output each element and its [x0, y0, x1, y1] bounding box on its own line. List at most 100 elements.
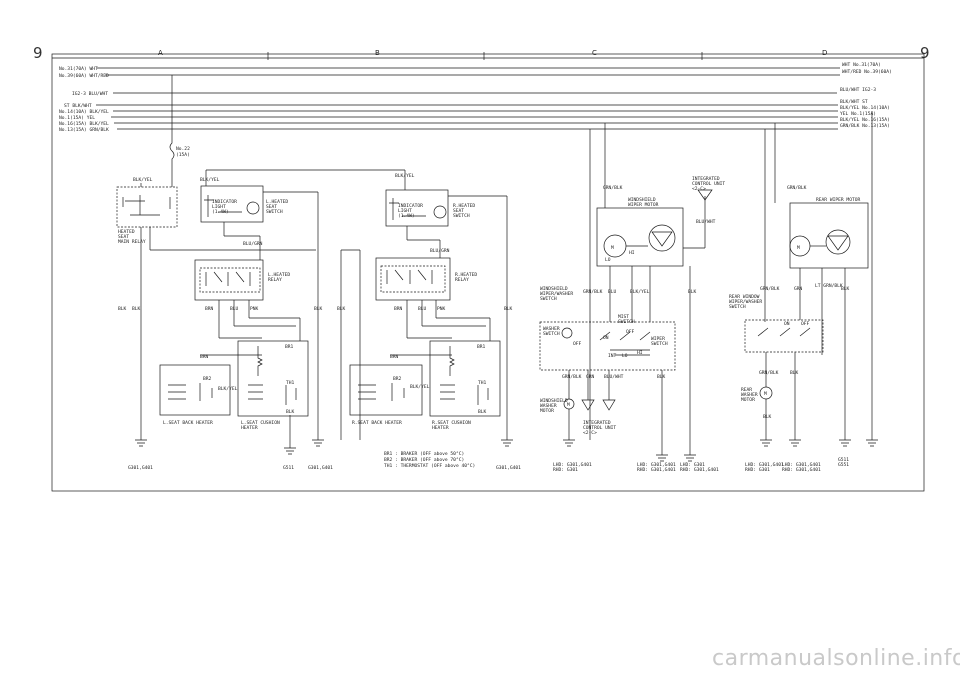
r-seat-back-heater-box	[349, 364, 423, 416]
rbus-ig23: IG2-3	[862, 87, 876, 93]
svg-text:No.14(10A) BLK/YEL: No.14(10A) BLK/YEL	[59, 109, 109, 115]
rwws-label-1: REAR WINDOW	[729, 294, 760, 300]
wire-blk-2: BLK	[132, 306, 141, 312]
ground-lhd-2: LHD: G301,G401	[637, 462, 676, 468]
wire-blk-5: BLK	[286, 409, 295, 415]
wire-brn-3: BRN	[394, 306, 403, 312]
bus-fuse-1: No.1(15A)	[59, 115, 84, 121]
svg-text:No.31(70A) WHT: No.31(70A) WHT	[59, 66, 98, 72]
wire-grn-blk-2: GRN/BLK	[583, 289, 603, 295]
svg-text:WHT No.31(70A): WHT No.31(70A)	[842, 62, 881, 68]
l-switch-label-3: SWITCH	[266, 209, 283, 215]
rbus-fuse-16: No.16(15A)	[862, 117, 890, 123]
watermark: carmanualsonline.info	[712, 646, 960, 671]
wire-blk-3: BLK	[314, 306, 323, 312]
wire-blk-1: BLK	[118, 306, 127, 312]
wwm-label-1: WINDSHIELD	[540, 398, 568, 404]
ground-g511-b: G511	[838, 457, 849, 463]
r-cushion-label-2: HEATER	[432, 425, 449, 431]
rbus-fuse-31: No.31(70A)	[853, 62, 881, 68]
r-th1: TH1	[478, 380, 487, 386]
ground-g511: G511	[283, 465, 294, 471]
wiper-off-2: OFF	[573, 341, 582, 347]
wire-blk-yel-3: BLK/YEL	[395, 173, 415, 179]
wire-brn-1: BRN	[205, 306, 214, 312]
rbus-fuse-14: No.14(10A)	[862, 105, 890, 111]
l-switch-box	[200, 185, 264, 223]
bus-ig23: IG2-3	[72, 91, 86, 97]
bus-fuse-16: No.16(15A)	[59, 121, 87, 127]
l-switch-label-2: SEAT	[266, 204, 277, 210]
rwm-label-1: REAR	[741, 387, 752, 393]
main-relay-label-3: MAIN RELAY	[118, 239, 146, 245]
r-relay-label-1: R.HEATED	[455, 272, 477, 278]
wire-blk-yel-4: BLK/YEL	[218, 386, 238, 392]
r-seat-cushion-heater-box	[429, 340, 501, 417]
wire-lt-grn-blk: LT GRN/BLK	[815, 283, 843, 289]
wwm-label-3: MOTOR	[540, 408, 554, 414]
legend-br1-code: BR1	[384, 451, 393, 457]
rear-wiper-motor-label: REAR WIPER MOTOR	[816, 197, 860, 203]
wire-blu-2: BLU	[418, 306, 427, 312]
icu-label-b3: <2-C>	[583, 430, 597, 436]
l-seat-back-heater-box	[159, 364, 231, 416]
wiper-motor-symbol	[603, 234, 627, 258]
wire-blk-10: BLK	[841, 286, 850, 292]
rwm-label-2: WASHER	[741, 392, 758, 398]
ground-symbols	[135, 439, 878, 462]
svg-text:BLK/YEL No.16(15A): BLK/YEL No.16(15A)	[840, 117, 890, 123]
rear-switch-box	[744, 319, 824, 353]
svg-text:WHT/RED No.39(60A): WHT/RED No.39(60A)	[842, 69, 892, 75]
rbus-fuse-39: No.39(60A)	[864, 69, 892, 75]
l-indicator-2: LIGHT	[212, 204, 226, 210]
fuse-22-rating: (15A)	[176, 152, 190, 158]
wire-blk-11: BLK	[790, 370, 799, 376]
column-label-c: C	[592, 49, 597, 57]
icu-label-b1: INTEGRATED	[583, 420, 611, 426]
diagram-frame	[51, 53, 925, 492]
l-relay-box	[194, 259, 264, 301]
ground-lhd-1: LHD: G301,G401	[553, 462, 592, 468]
wiper-motor-label-2: WIPER MOTOR	[628, 202, 659, 208]
r-switch-label-2: SEAT	[453, 208, 464, 214]
r-switch-label-1: R.HEATED	[453, 203, 475, 209]
mist-switch-label-2: SWITCH	[618, 319, 635, 325]
bus-st: ST	[64, 103, 70, 109]
column-label-a: A	[158, 49, 163, 57]
bus-fuse-31: No.31(70A)	[59, 66, 87, 72]
wiper-motor-label-1: WINDSHIELD	[628, 197, 656, 203]
rbus-st: ST	[862, 99, 868, 105]
r-relay-box	[375, 257, 451, 301]
main-relay-label-1: HEATED	[118, 229, 135, 235]
svg-text:BLK/WHT ST: BLK/WHT ST	[840, 99, 868, 105]
l-cushion-label-1: L.SEAT CUSHION	[241, 420, 280, 426]
wire-grn-blk-1: GRN/BLK	[603, 185, 623, 191]
svg-text:No.13(15A) GRN/BLK: No.13(15A) GRN/BLK	[59, 127, 109, 133]
wws-label-2: WIPER/WASHER	[540, 291, 573, 297]
svg-text:BR2 : BRAKER (OFF above 70°C): BR2 : BRAKER (OFF above 70°C)	[384, 457, 464, 463]
l-indicator-1: INDICATOR	[212, 199, 237, 205]
wire-pnk-1: PNK	[250, 306, 259, 312]
legend-br2-text: BRAKER (OFF above 70°C)	[401, 457, 465, 463]
icu-label-2: CONTROL UNIT	[692, 181, 725, 187]
power-bus-lines	[96, 67, 840, 130]
rbus-fuse-13: No.13(15A)	[862, 123, 890, 129]
ground-lhd-3: LHD: G301	[680, 462, 705, 468]
wire-brn-2: BRN	[200, 354, 209, 360]
wire-grn-blk-4: GRN/BLK	[787, 185, 807, 191]
column-label-d: D	[822, 49, 828, 57]
svg-text:No.39(60A) WHT/RED: No.39(60A) WHT/RED	[59, 73, 109, 79]
washer-switch-label-2: SWITCH	[543, 331, 560, 337]
svg-text:IG2-3 BLU/WHT: IG2-3 BLU/WHT	[72, 91, 108, 97]
wire-grn-2: GRN	[794, 286, 803, 292]
wire-blu-yel: BLK/YEL	[630, 289, 650, 295]
rwws-label-2: WIPER/WASHER	[729, 299, 762, 305]
l-th1: TH1	[286, 380, 295, 386]
rear-wiper-m: M	[797, 245, 800, 251]
svg-text:YEL No.1(15A): YEL No.1(15A)	[840, 111, 876, 117]
l-br2: BR2	[203, 376, 212, 382]
r-br2: BR2	[393, 376, 402, 382]
page-number-right: 9	[920, 44, 930, 62]
svg-text:BLK/YEL No.14(10A): BLK/YEL No.14(10A)	[840, 105, 890, 111]
